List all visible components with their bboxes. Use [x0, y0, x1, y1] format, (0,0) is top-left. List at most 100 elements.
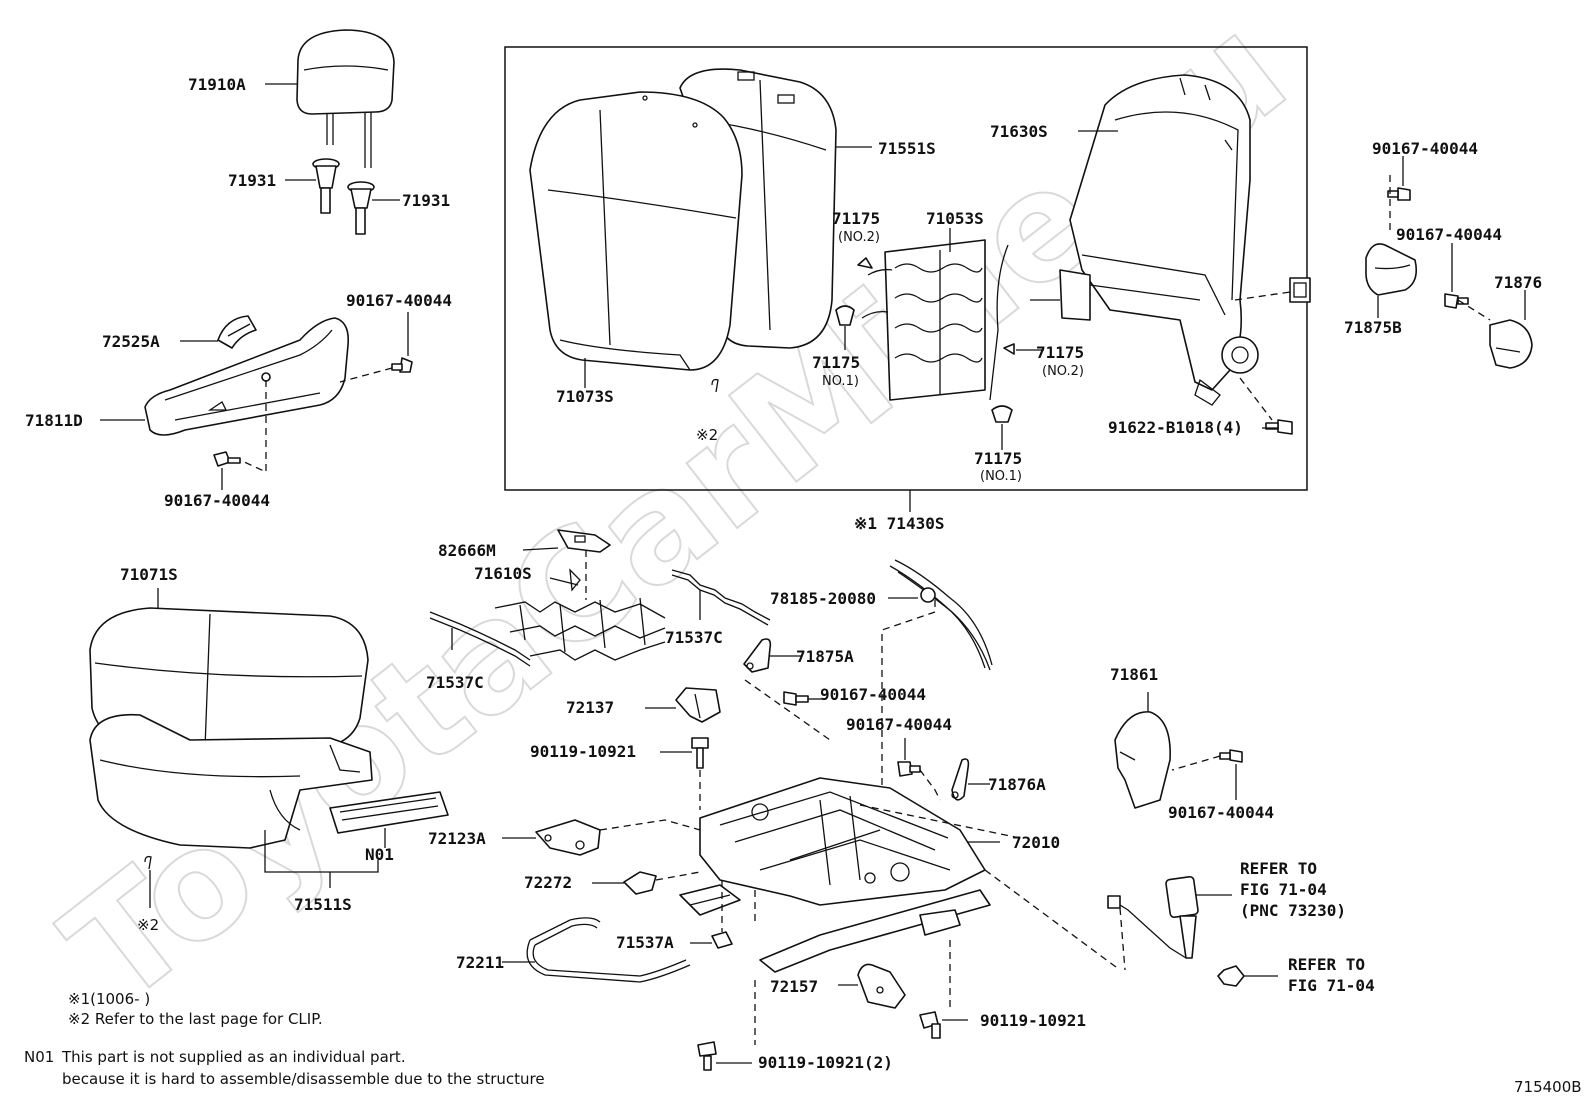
label-71071S: 71071S [120, 565, 178, 584]
screw-90167-e[interactable] [783, 691, 809, 706]
bolt-90119-a[interactable] [691, 737, 709, 769]
clip-icon-2-cushion [144, 855, 152, 870]
footnote-n01-line1: This part is not supplied as an individu… [61, 1048, 406, 1066]
cover-71875B[interactable] [1365, 243, 1418, 296]
screw-90167-b[interactable] [213, 451, 241, 467]
label-71861: 71861 [1110, 665, 1158, 684]
label-71876: 71876 [1494, 273, 1542, 292]
seat-belt-buckle[interactable] [1107, 875, 1199, 959]
seat-cushion-pan-N01[interactable] [329, 791, 449, 834]
bracket-72157[interactable] [857, 963, 906, 1009]
label-91622-B1018: 91622-B1018(4) [1108, 418, 1243, 437]
label-N01: N01 [365, 845, 394, 864]
label-71175-2-note: NO.1) [822, 374, 859, 389]
recliner-cover-71861[interactable] [1114, 711, 1171, 809]
label-71175-1-note: (NO.2) [838, 230, 880, 245]
label-71875B: 71875B [1344, 318, 1402, 337]
clip-82666M[interactable] [557, 529, 611, 553]
label-90167-f: 90167-40044 [846, 715, 952, 734]
headrest-guide-71931-right[interactable] [347, 181, 375, 235]
screw-90167-f[interactable] [897, 761, 921, 777]
label-90167-g: 90167-40044 [1168, 803, 1274, 822]
wire-72211[interactable] [526, 917, 691, 983]
label-71931-left: 71931 [228, 171, 276, 190]
cover-71537A[interactable] [711, 931, 733, 949]
refer-note-buckle-line1: REFER TO [1240, 859, 1317, 878]
label-71910A: 71910A [188, 75, 246, 94]
cover-71876[interactable] [1489, 319, 1533, 369]
wire-harness-78185-20080[interactable] [889, 559, 993, 671]
label-71610S: 71610S [474, 564, 532, 583]
label-71175-2: 71175 [812, 353, 860, 372]
seat-adjuster-72010[interactable] [679, 777, 991, 973]
screw-90167-d[interactable] [1444, 293, 1469, 309]
screw-90167-c[interactable] [1387, 187, 1411, 201]
bolt-90119-c[interactable] [697, 1041, 717, 1071]
label-71175-1: 71175 [832, 209, 880, 228]
part-72272[interactable] [623, 871, 657, 895]
label-71931-right: 71931 [402, 191, 450, 210]
knob-72525A[interactable] [217, 315, 257, 349]
label-71551S: 71551S [878, 139, 936, 158]
label-72211: 72211 [456, 953, 504, 972]
cover-71875A[interactable] [743, 638, 772, 673]
label-71876A: 71876A [988, 775, 1046, 794]
label-90119-c: 90119-10921(2) [758, 1053, 893, 1072]
clip-71175-no2-top[interactable] [857, 257, 873, 269]
seat-back-assembly-box [504, 46, 1308, 491]
clip-71175-no1-bottom[interactable] [991, 405, 1013, 423]
lever-72137[interactable] [675, 687, 721, 723]
clip-icon-2-back [711, 378, 719, 393]
label-90167-d: 90167-40044 [1396, 225, 1502, 244]
headrest-guide-71931-left[interactable] [312, 158, 340, 214]
screw-90167-g[interactable] [1219, 749, 1243, 763]
clip-71175-no1-left[interactable] [835, 305, 855, 326]
footnote-2: ※2 Refer to the last page for CLIP. [68, 1010, 323, 1028]
label-71175-4-note: (NO.1) [980, 469, 1022, 484]
label-71811D: 71811D [25, 411, 83, 430]
bolt-90119-b[interactable] [919, 1011, 941, 1039]
nut-refer-71-04[interactable] [1217, 965, 1245, 987]
label-71511S: 71511S [294, 895, 352, 914]
label-90167-e: 90167-40044 [820, 685, 926, 704]
label-71175-4: 71175 [974, 449, 1022, 468]
label-72010: 72010 [1012, 833, 1060, 852]
label-72123A: 72123A [428, 829, 486, 848]
label-90167-a: 90167-40044 [346, 291, 452, 310]
label-71175-3: 71175 [1036, 343, 1084, 362]
label-90167-c: 90167-40044 [1372, 139, 1478, 158]
footnote-1: ※1(1006- ) [68, 990, 150, 1008]
seat-cushion-pad[interactable] [89, 713, 373, 849]
bracket-71876A[interactable] [951, 758, 970, 801]
label-clip-2-cushion: ※2 [137, 916, 159, 934]
label-90119-a: 90119-10921 [530, 742, 636, 761]
label-71537C-right: 71537C [665, 628, 723, 647]
label-71630S: 71630S [990, 122, 1048, 141]
bolt-91622-B1018[interactable] [1265, 419, 1293, 435]
label-71537A: 71537A [616, 933, 674, 952]
clip-71175-no2-right[interactable] [1003, 343, 1015, 355]
seat-back-spring-71053S[interactable] [861, 239, 1009, 401]
label-71053S: 71053S [926, 209, 984, 228]
label-71430S: ※1 71430S [854, 514, 944, 533]
seat-cushion-cover-71071S[interactable] [89, 607, 369, 749]
seat-back-frame-71630S[interactable] [1030, 74, 1259, 406]
headrest-71910A[interactable] [296, 29, 395, 168]
label-78185-20080: 78185-20080 [770, 589, 876, 608]
seat-back-pad-71073S[interactable] [529, 91, 743, 371]
label-72525A: 72525A [102, 332, 160, 351]
label-clip-2-back: ※2 [696, 426, 718, 444]
refer-note-nut-line1: REFER TO [1288, 955, 1365, 974]
footnote-n01-prefix: N01 [24, 1048, 54, 1066]
footnote-n01-line2: because it is hard to assemble/disassemb… [62, 1070, 545, 1088]
label-71073S: 71073S [556, 387, 614, 406]
wire-71537C-left[interactable] [429, 611, 531, 667]
label-72272: 72272 [524, 873, 572, 892]
screw-90167-a[interactable] [391, 357, 413, 373]
refer-note-nut-line2: FIG 71-04 [1288, 976, 1375, 995]
refer-note-buckle-line2: FIG 71-04 [1240, 880, 1327, 899]
wire-71537C-right[interactable] [671, 569, 771, 626]
seat-side-shield-71811D[interactable] [144, 317, 350, 436]
bracket-72123A[interactable] [535, 819, 601, 856]
